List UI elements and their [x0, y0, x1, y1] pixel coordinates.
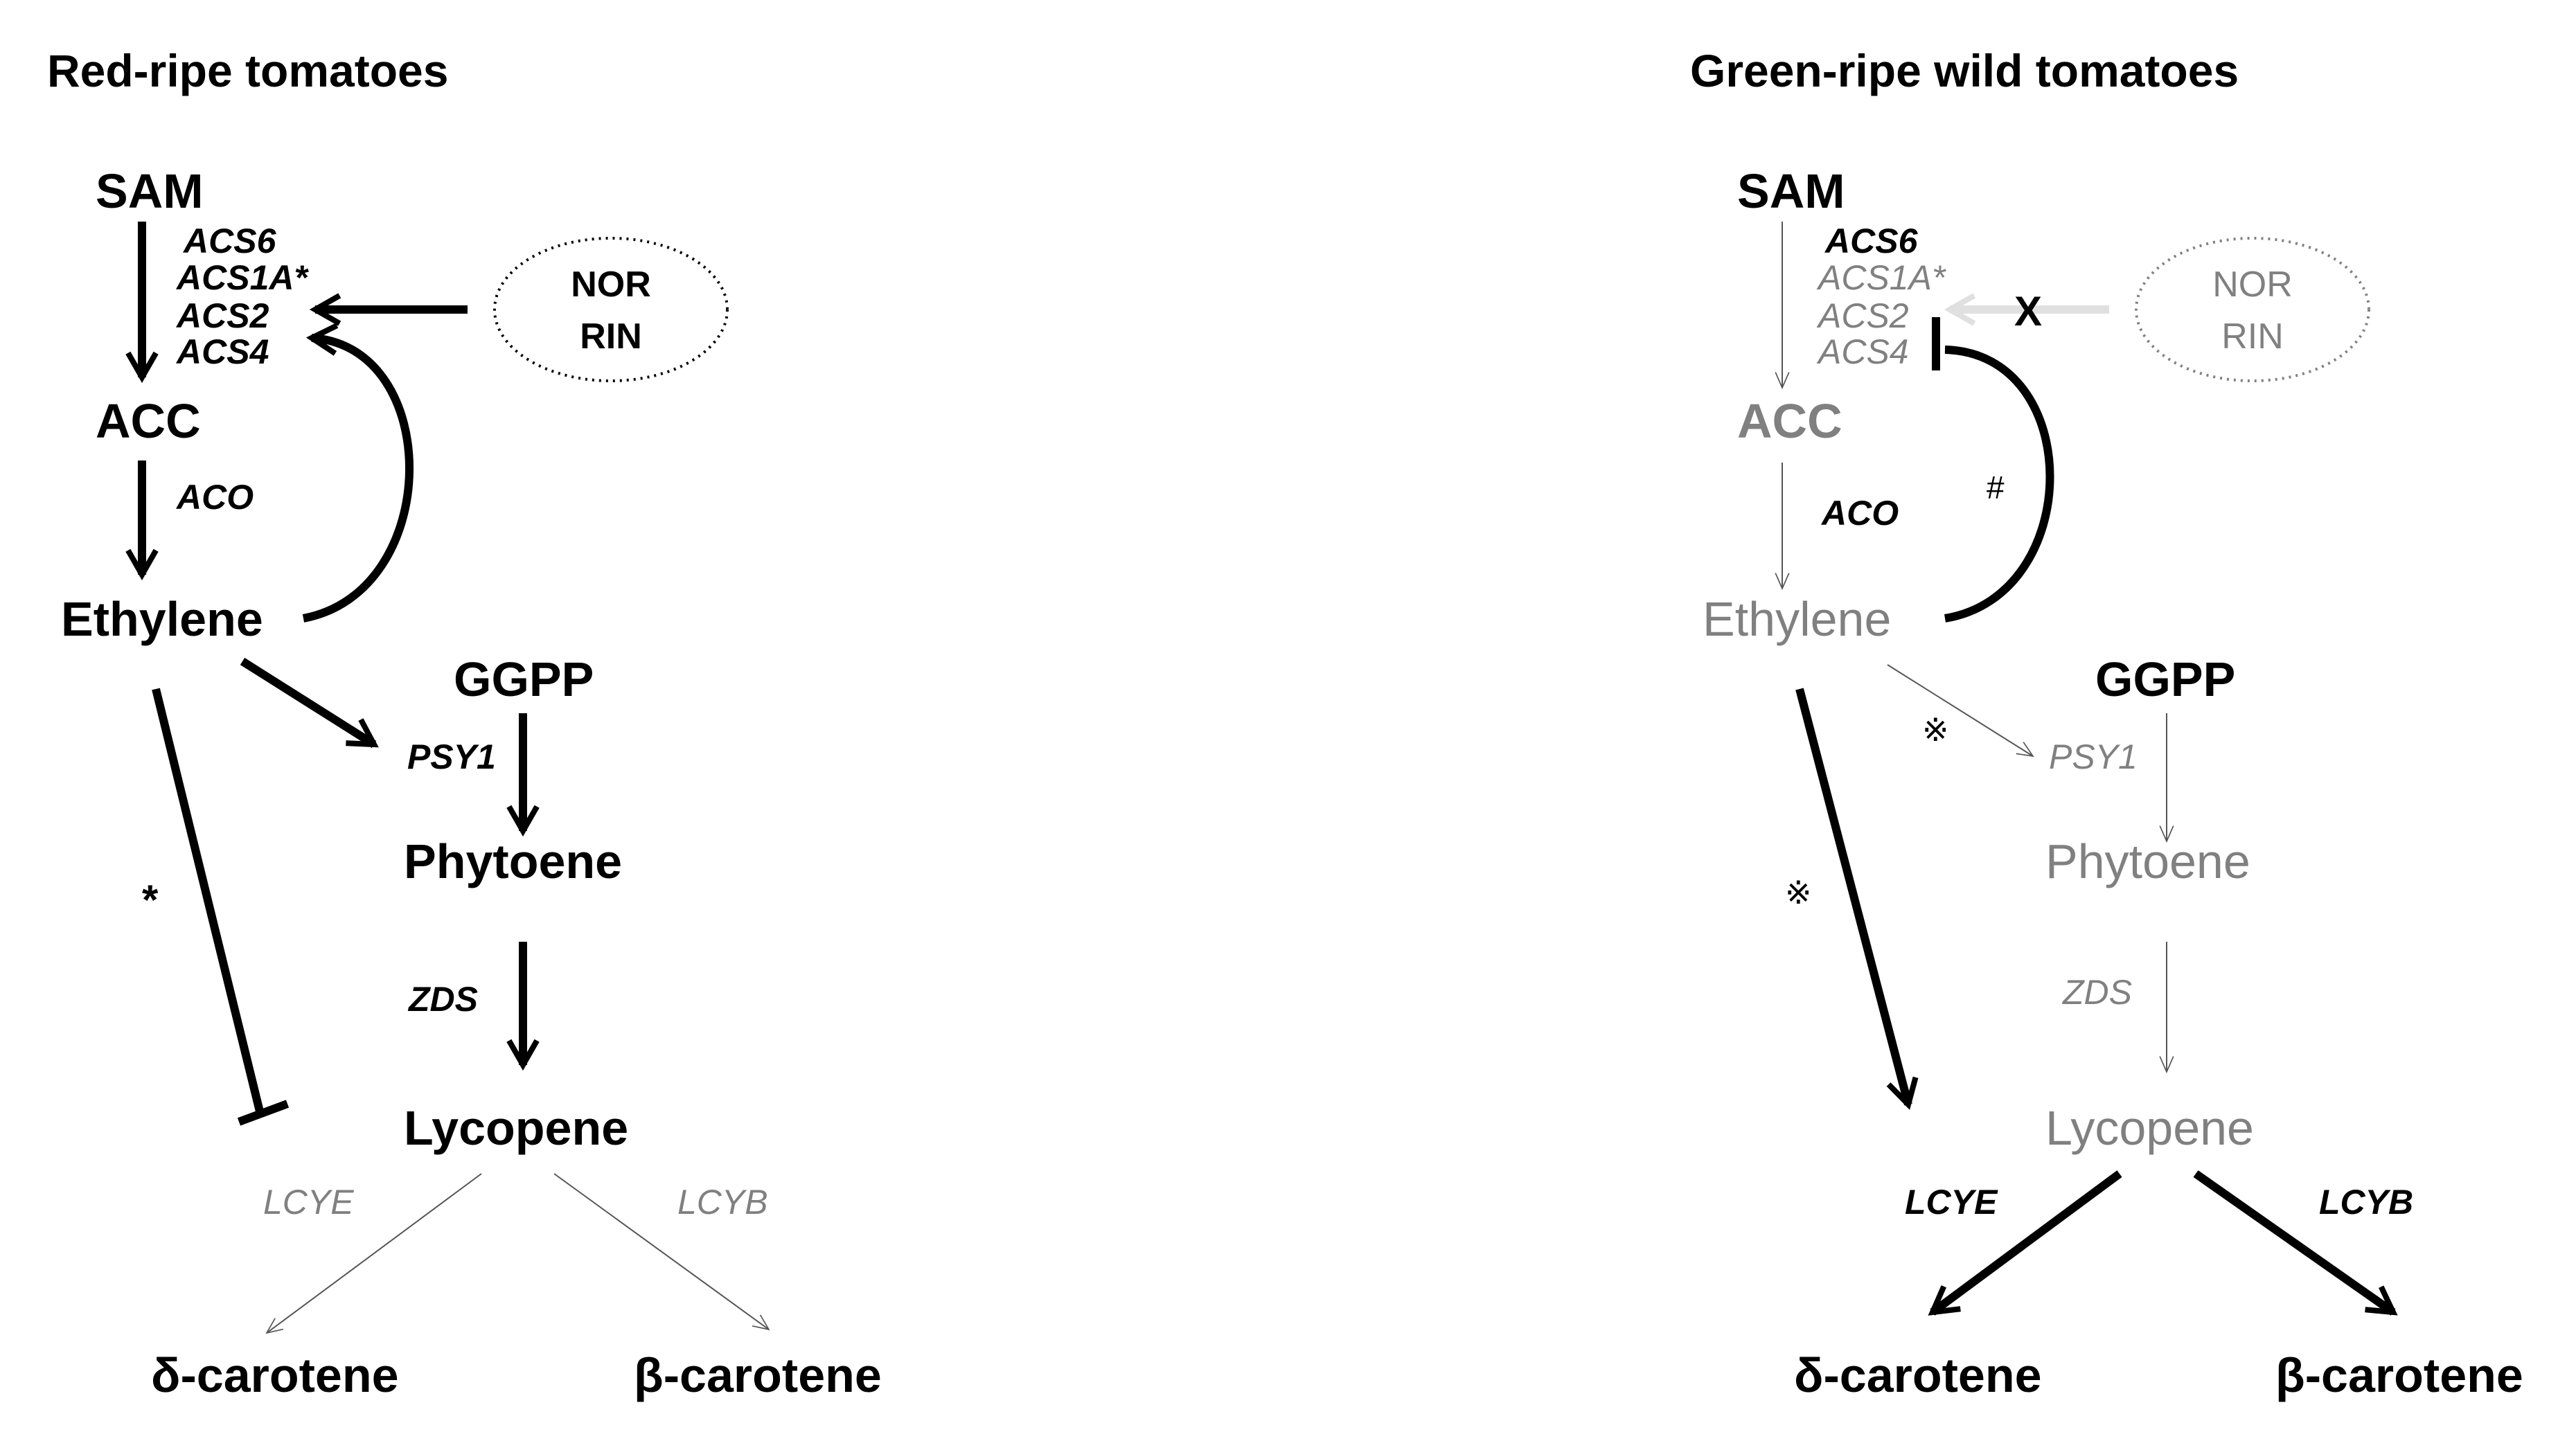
left-panel: Red-ripe tomatoes SAM ACS6 ACS1A* ACS2 A… [47, 45, 882, 1402]
left-nor-label: NOR [571, 265, 651, 305]
right-nor-rin-oval [2135, 237, 2370, 382]
right-zds-label: ZDS [2062, 973, 2132, 1012]
left-lycopene-to-beta-arrow [553, 1173, 770, 1331]
left-lycopene-node: Lycopene [404, 1101, 628, 1155]
right-rin-label: RIN [2221, 316, 2284, 357]
left-ethylene-node: Ethylene [61, 592, 263, 646]
right-lycopene-to-beta-arrow [2193, 1170, 2398, 1316]
left-nor-rin-oval [493, 237, 729, 382]
right-feedback-hash-mark: # [1987, 469, 2005, 505]
right-psy1-ref-mark: ※ [1922, 712, 1949, 748]
right-ethylene-to-psy1-arrow [1887, 664, 2034, 758]
right-panel: Green-ripe wild tomatoes SAM ACS6 ACS1A*… [1690, 45, 2523, 1402]
right-beta-carotene-node: β-carotene [2275, 1348, 2523, 1402]
left-acc-node: ACC [96, 394, 201, 448]
right-sam-node: SAM [1737, 164, 1845, 218]
left-zds-label: ZDS [407, 980, 478, 1019]
right-ggpp-node: GGPP [2095, 652, 2235, 706]
left-lcye-label: LCYE [263, 1183, 354, 1221]
left-acs6-label: ACS6 [182, 222, 277, 260]
right-lycopene-node: Lycopene [2045, 1101, 2254, 1155]
left-sam-node: SAM [96, 164, 204, 218]
left-aco-label: ACO [175, 478, 254, 517]
left-rin-label: RIN [580, 316, 642, 357]
left-inhibition-asterisk: * [142, 877, 159, 923]
left-acs2-label: ACS2 [175, 296, 269, 335]
right-panel-title: Green-ripe wild tomatoes [1690, 45, 2239, 96]
right-lcye-label: LCYE [1905, 1183, 1998, 1221]
right-psy1-label: PSY1 [2049, 737, 2138, 776]
right-acs6-label: ACS6 [1824, 222, 1919, 260]
right-aco-label: ACO [1820, 494, 1899, 532]
right-blocked-x-mark: X [2014, 288, 2042, 334]
right-acs2-label: ACS2 [1816, 296, 1909, 335]
left-inhibition-bar [237, 1100, 290, 1126]
right-ethylene-node: Ethylene [1703, 592, 1891, 646]
left-phytoene-node: Phytoene [404, 834, 622, 888]
left-ggpp-node: GGPP [454, 652, 594, 706]
left-lycopene-to-delta-arrow [265, 1173, 482, 1334]
right-nor-label: NOR [2212, 265, 2293, 305]
left-acs4-label: ACS4 [175, 332, 269, 371]
right-lcye-ref-mark: ※ [1785, 875, 1812, 911]
right-delta-carotene-node: δ-carotene [1794, 1348, 2042, 1402]
left-ethylene-to-psy1-arrow [240, 657, 379, 749]
left-psy1-label: PSY1 [407, 737, 496, 776]
right-acs1a-label: ACS1A* [1816, 258, 1946, 297]
right-acs4-label: ACS4 [1816, 332, 1909, 371]
left-ethylene-inhibition-line [152, 688, 264, 1113]
left-ethylene-feedback-arrow [302, 323, 414, 623]
left-acs1a-label: ACS1A* [175, 258, 309, 297]
right-phytoene-node: Phytoene [2045, 834, 2250, 888]
left-delta-carotene-node: δ-carotene [151, 1348, 399, 1402]
right-ethylene-to-delta-arrow [1795, 688, 1919, 1110]
right-acc-node: ACC [1737, 394, 1842, 448]
left-beta-carotene-node: β-carotene [634, 1348, 882, 1402]
right-ethylene-feedback-inhibition [1944, 346, 2054, 623]
left-lcyb-label: LCYB [677, 1183, 768, 1221]
right-lycopene-to-delta-arrow [1928, 1170, 2122, 1316]
right-lcyb-label: LCYB [2319, 1183, 2413, 1221]
left-panel-title: Red-ripe tomatoes [47, 45, 448, 96]
